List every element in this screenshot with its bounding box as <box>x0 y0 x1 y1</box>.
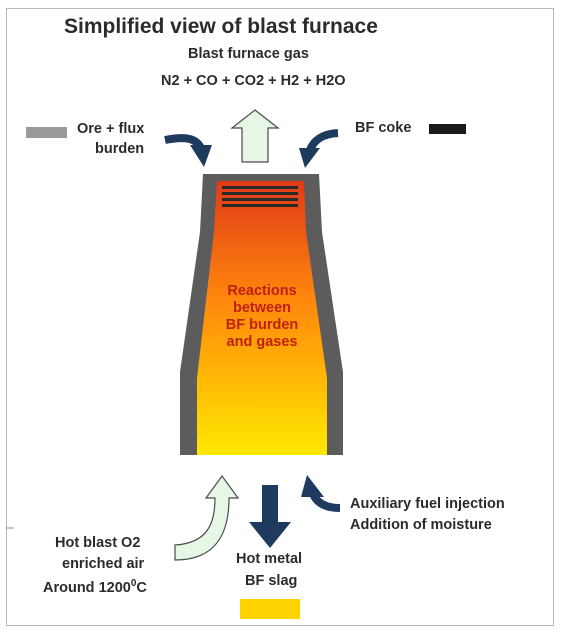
diagram-title: Simplified view of blast furnace <box>64 15 378 38</box>
ore-curved-arrow-icon <box>164 134 212 167</box>
furnace-label-line2: between <box>232 300 291 316</box>
gas-up-arrow-icon <box>230 109 280 163</box>
tap-down-arrow-icon <box>249 485 291 548</box>
hot-blast-curved-arrow-icon <box>174 474 240 561</box>
ore-label-line1: Ore + flux <box>77 121 145 137</box>
hot-metal-label: Hot metal <box>236 551 303 567</box>
coke-swatch <box>429 124 466 134</box>
furnace-interior <box>197 181 327 455</box>
aux-label-line2: Addition of moisture <box>350 517 492 533</box>
ore-swatch <box>26 127 67 138</box>
furnace-top-grate <box>222 186 298 207</box>
furnace-label-line3: BF burden <box>225 317 299 333</box>
degree-superscript: 0 <box>130 578 137 589</box>
hot-blast-line2: enriched air <box>62 556 145 572</box>
coke-curved-arrow-icon <box>299 129 339 168</box>
furnace-reaction-label: Reactions between BF burden and gases <box>197 283 327 351</box>
coke-label: BF coke <box>355 120 412 136</box>
hot-blast-temp: Around 1200 <box>43 579 131 596</box>
diagram-frame <box>6 8 554 626</box>
slag-label: BF slag <box>245 573 298 589</box>
degree-unit: C <box>136 579 147 596</box>
gas-label: Blast furnace gas <box>188 46 309 62</box>
aux-curved-arrow-icon <box>301 475 341 512</box>
slag-swatch <box>240 599 300 619</box>
furnace-label-line4: and gases <box>226 334 298 350</box>
gas-formula: N2 + CO + CO2 + H2 + H2O <box>161 73 346 89</box>
ore-label-line2: burden <box>95 141 145 157</box>
hot-blast-line3: Around 12000C <box>43 578 147 596</box>
hot-blast-line1: Hot blast O2 <box>55 535 141 551</box>
aux-label-line1: Auxiliary fuel injection <box>350 496 505 512</box>
furnace-label-line1: Reactions <box>227 283 297 299</box>
